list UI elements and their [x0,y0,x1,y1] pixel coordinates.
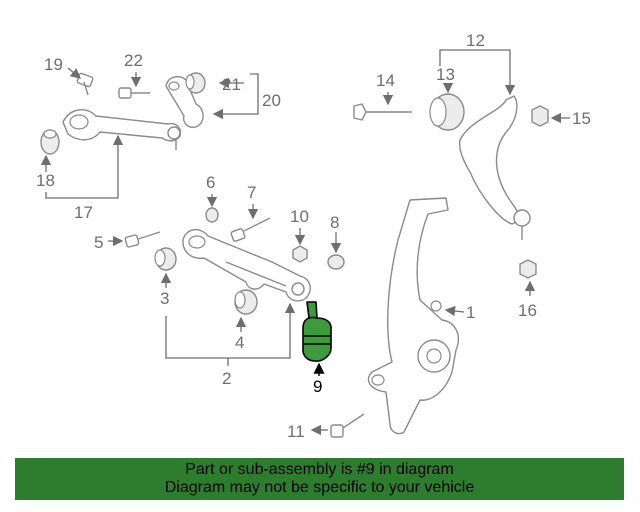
callout-7: 7 [247,183,256,202]
callout-21: 21 [222,75,241,94]
knuckle-1 [367,197,460,435]
callout-12: 12 [466,31,485,50]
bushing-4 [234,289,258,315]
upper-arm-12 [458,95,531,240]
callout-16: 16 [518,301,537,320]
upper-arm-17 [62,109,182,150]
callout-11: 11 [287,422,305,441]
bushing-13 [429,93,465,131]
callout-17: 17 [74,203,93,222]
bushing-3 [154,247,177,271]
upper-arm-20 [165,75,204,128]
nut-8 [327,254,345,270]
bolt-22 [118,87,150,99]
callout-9: 9 [313,377,322,396]
bolt-14 [353,103,412,121]
callout-labels: 1 2 3 4 5 6 7 8 9 10 11 12 13 14 15 16 1… [36,31,591,441]
callout-3: 3 [160,289,169,308]
bolt-19 [76,72,94,96]
nut-6 [205,207,219,223]
nut-15 [531,105,549,127]
callout-1: 1 [466,303,475,322]
nut-10 [292,245,308,263]
callout-20: 20 [262,91,281,110]
callout-10: 10 [290,207,309,226]
bolt-7 [230,217,271,242]
bolt-5 [124,231,161,248]
bushing-18 [40,129,60,155]
callout-18: 18 [36,171,55,190]
bushing-21 [185,72,206,94]
nut-16 [519,259,537,279]
bolt-11 [330,413,365,438]
banner-line-part: Part or sub-assembly is #9 in diagram [185,461,454,478]
callout-14: 14 [376,71,395,90]
callout-6: 6 [206,173,215,192]
callout-4: 4 [235,333,244,352]
callout-13: 13 [436,65,455,84]
leader-lines [40,49,570,436]
callout-15: 15 [572,109,591,128]
callout-2: 2 [222,369,231,388]
callout-5: 5 [94,233,103,252]
callout-22: 22 [124,51,143,70]
parts-diagram: 1 2 3 4 5 6 7 8 9 10 11 12 13 14 15 16 1… [36,31,591,441]
banner-line-disclaimer: Diagram may not be specific to your vehi… [164,479,475,496]
ball-joint-9 [302,301,332,362]
lower-arm-2 [182,229,311,302]
info-banner: Part or sub-assembly is #9 in diagram Di… [15,458,624,500]
callout-19: 19 [44,55,63,74]
callout-8: 8 [330,213,339,232]
